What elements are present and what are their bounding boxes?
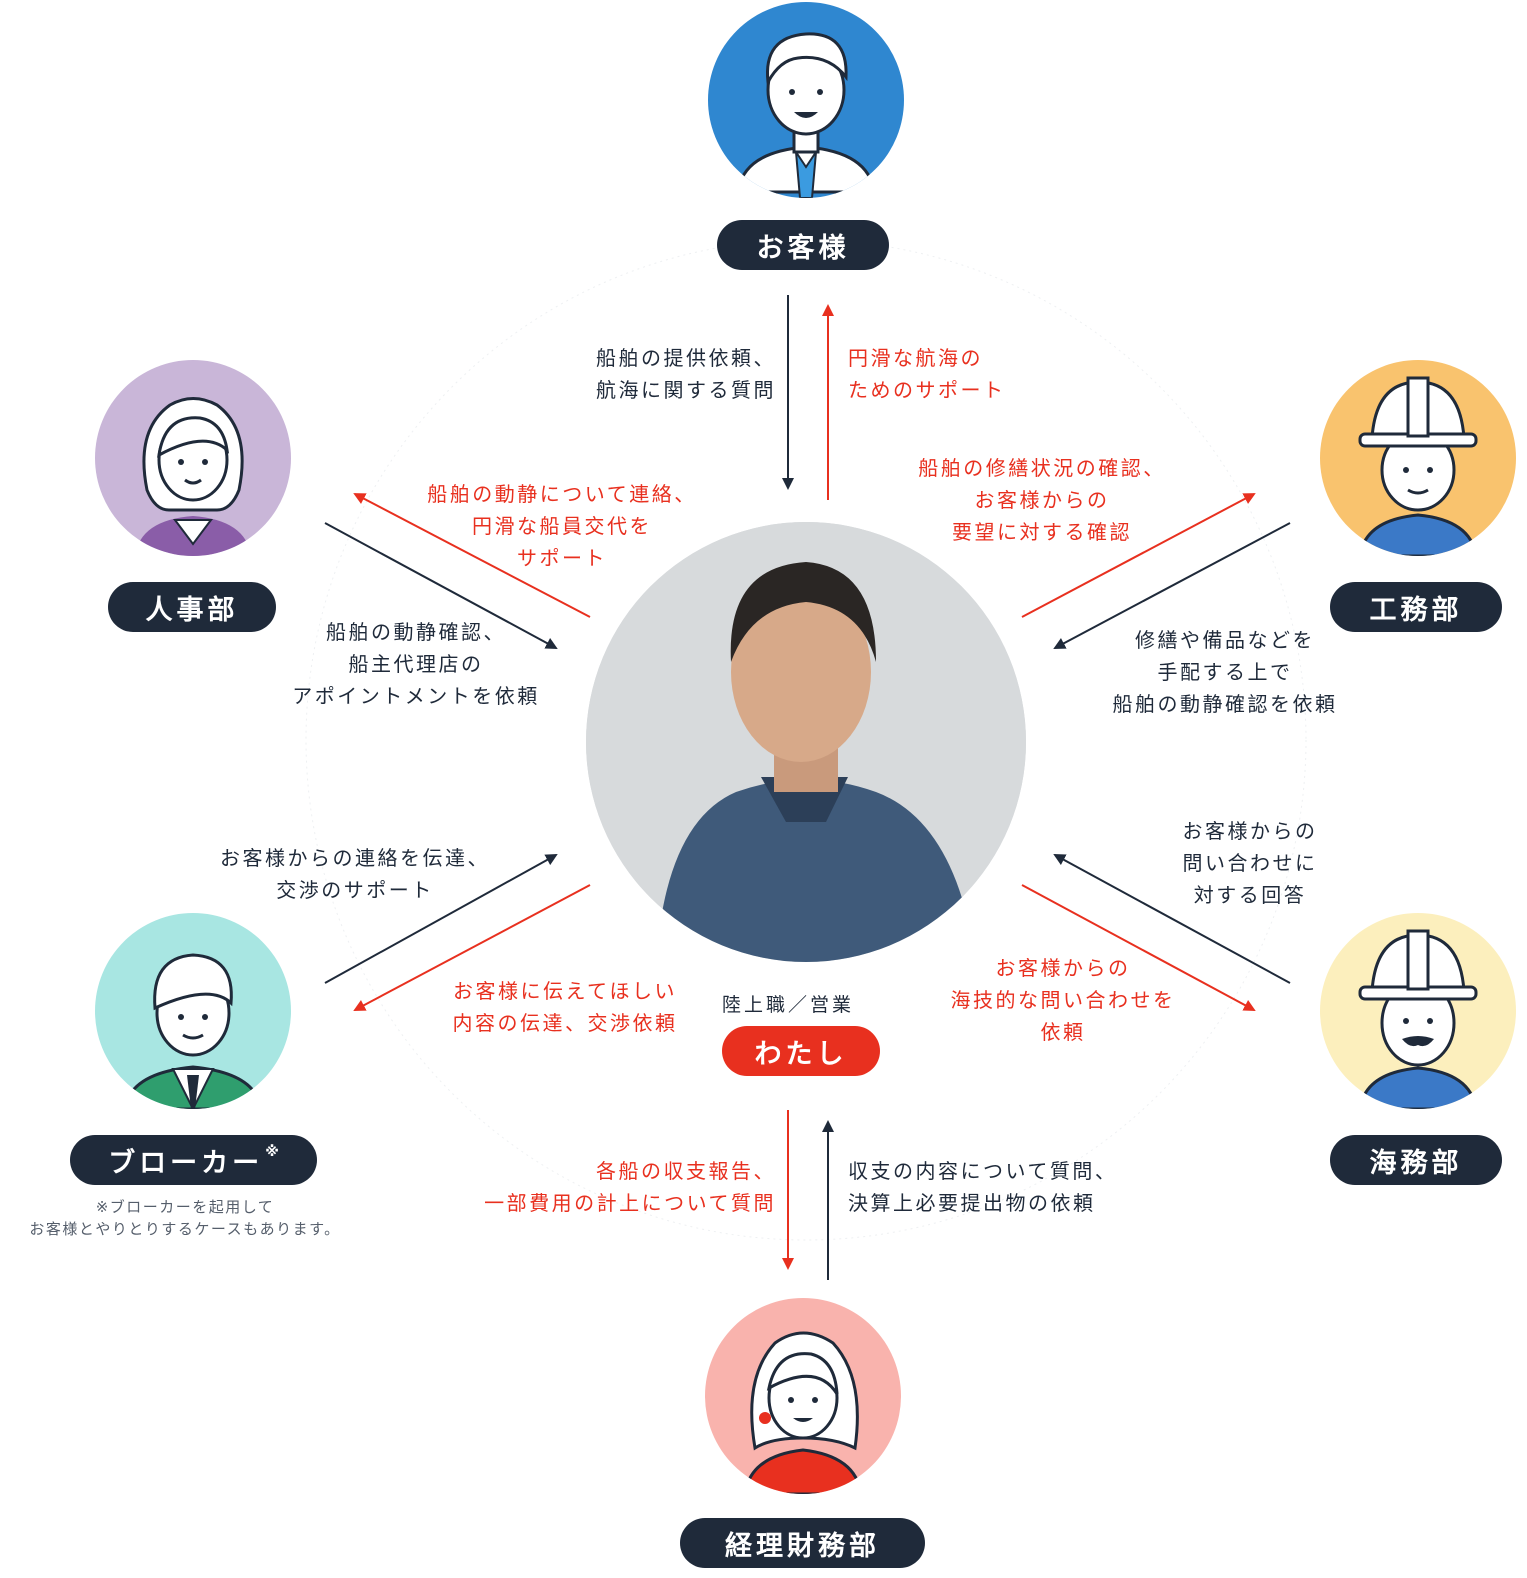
message-line: 手配する上で [1157,660,1293,684]
message-line: 船舶の動静について連絡、 [427,482,697,506]
message-finance-in: 収支の内容について質問、 決算上必要提出物の依頼 [848,1155,1168,1219]
broker-face-icon [123,953,263,1109]
message-line: お客様からの [974,488,1110,512]
customer-face-icon [736,32,876,198]
broker-label-text: ブローカー [108,1147,264,1179]
message-hr-out: 船舶の動静について連絡、 円滑な船員交代を サポート [392,478,732,574]
message-line: 円滑な船員交代を [472,514,652,538]
message-line: 海技的な問い合わせを [950,988,1176,1012]
message-line: 船舶の提供依頼、 [596,346,776,370]
message-line: 決算上必要提出物の依頼 [848,1191,1096,1215]
arrow-me-to-marine [1021,884,1256,1011]
message-customer-in: 船舶の提供依頼、 航海に関する質問 [520,342,776,406]
message-line: 船舶の修繕状況の確認、 [918,456,1166,480]
message-line: アポイントメントを依頼 [292,684,540,708]
customer-avatar [708,2,904,198]
arrow-hr-to-me [324,522,558,649]
message-line: 船舶の動静確認を依頼 [1112,692,1338,716]
finance-avatar [705,1298,901,1494]
message-line: 修繕や備品などを [1135,628,1315,652]
background-ring [305,239,1307,1241]
customer-label: お客様 [717,220,889,270]
message-marine-out: お客様からの 海技的な問い合わせを 依頼 [918,952,1208,1048]
hr-face-icon [135,397,251,556]
arrow-me-to-hr [353,493,591,618]
message-line: 依頼 [1040,1020,1086,1044]
broker-label: ブローカー※ [70,1135,317,1185]
arrow-engineering-to-me [1053,522,1291,649]
engineering-face-icon [1358,376,1478,556]
message-line: お客様に伝えてほしい [453,979,677,1003]
message-finance-out: 各船の収支報告、 一部費用の計上について質問 [412,1155,776,1219]
message-line: 船主代理店の [348,652,484,676]
message-engineering-out: 船舶の修繕状況の確認、 お客様からの 要望に対する確認 [882,452,1202,548]
marine-label: 海務部 [1330,1135,1502,1185]
message-line: ためのサポート [848,378,1006,402]
broker-note: ※ブローカーを起用して お客様とやりとりするケースもあります。 [0,1196,370,1240]
message-line: 航海に関する質問 [596,378,776,402]
engineering-avatar [1320,360,1516,556]
message-line: 対する回答 [1193,883,1307,907]
arrow-me-to-engineering [1021,493,1256,618]
arrow-me-to-broker [353,884,591,1011]
broker-note-line: お客様とやりとりするケースもあります。 [29,1220,341,1238]
message-line: 一部費用の計上について質問 [484,1191,776,1215]
arrow-marine-to-me [1053,854,1291,984]
message-hr-in: 船舶の動静確認、 船主代理店の アポイントメントを依頼 [266,616,566,712]
finance-label: 経理財務部 [680,1518,925,1568]
message-line: 各船の収支報告、 [596,1159,776,1183]
message-line: お客様からの [995,956,1131,980]
message-line: 交渉のサポート [276,878,434,902]
message-line: 問い合わせに [1182,851,1318,875]
hr-avatar [95,360,291,556]
portrait-photo [586,522,1026,962]
marine-face-icon [1358,929,1478,1109]
message-line: 船舶の動静確認、 [326,620,506,644]
portrait-photo-icon [586,522,1026,962]
message-customer-out: 円滑な航海の ためのサポート [848,342,1068,406]
message-broker-in: お客様からの連絡を伝達、 交渉のサポート [195,842,515,906]
message-marine-in: お客様からの 問い合わせに 対する回答 [1120,815,1380,911]
message-line: 内容の伝達、交渉依頼 [452,1011,678,1035]
arrow-broker-to-me [324,854,558,984]
center-role: 陸上職／営業 [722,994,855,1016]
marine-avatar [1320,913,1516,1109]
message-line: 要望に対する確認 [952,520,1132,544]
message-line: お客様からの連絡を伝達、 [220,846,490,870]
hr-label: 人事部 [108,582,276,632]
message-line: 収支の内容について質問、 [848,1159,1118,1183]
message-line: 円滑な航海の [848,346,983,370]
center-label: わたし [722,1026,880,1076]
finance-face-icon [743,1331,863,1494]
message-broker-out: お客様に伝えてほしい 内容の伝達、交渉依頼 [420,975,710,1039]
broker-avatar [95,913,291,1109]
broker-note-line: ※ブローカーを起用して [95,1198,275,1216]
engineering-label: 工務部 [1330,582,1502,632]
message-line: お客様からの [1182,819,1318,843]
broker-label-mark: ※ [265,1144,279,1160]
message-engineering-in: 修繕や備品などを 手配する上で 船舶の動静確認を依頼 [1070,624,1380,720]
message-line: サポート [517,546,607,570]
